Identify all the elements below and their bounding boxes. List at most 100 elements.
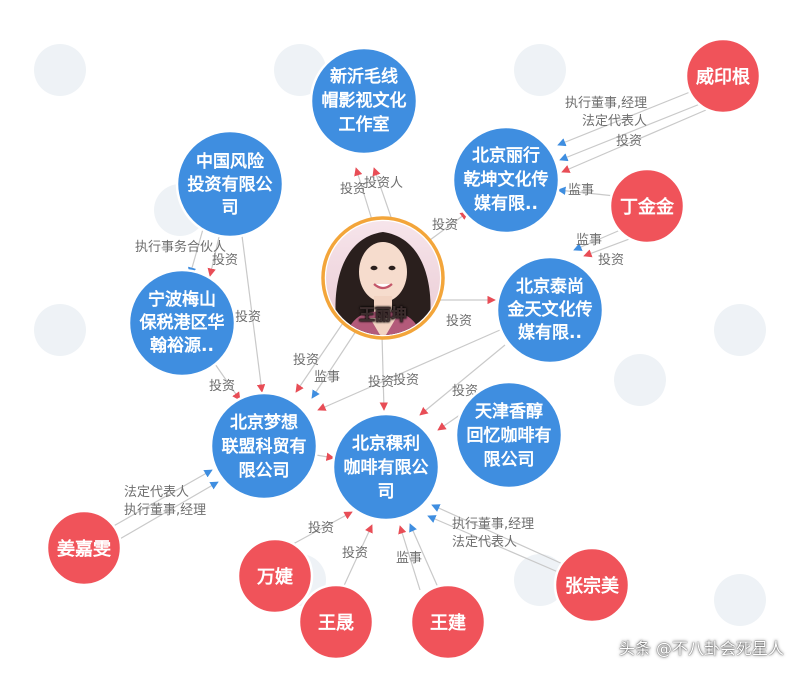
center-person-name: 王丽坤	[359, 305, 407, 324]
edge-label: 投资	[212, 252, 238, 268]
edge-line	[372, 167, 393, 221]
edge-label: 投资	[342, 545, 368, 561]
node-label: 姜嘉雯	[57, 538, 111, 560]
node-label: 回忆咖啡有	[467, 425, 552, 446]
edge-label: 投资	[432, 217, 458, 233]
avatar	[326, 221, 440, 335]
edge-label: 投资	[340, 181, 366, 197]
node-label: 限公司	[484, 450, 535, 470]
edge-line	[379, 334, 388, 411]
node-label: 联盟科贸有	[222, 436, 307, 457]
node-label: 金天文化传	[507, 299, 593, 320]
edge-label: 法定代表人	[452, 535, 517, 550]
edge-label: 投资	[368, 374, 394, 390]
node-label: 北京泰尚	[516, 276, 584, 297]
edge-line	[398, 525, 421, 591]
node-label: 翰裕源..	[150, 335, 214, 356]
center-person-node[interactable]: 王丽坤	[320, 215, 446, 341]
edge-label: 投资	[598, 252, 624, 268]
edge-label: 投资	[308, 520, 334, 536]
node-label: 新沂毛线	[330, 66, 398, 87]
edge-label: 监事	[314, 370, 340, 385]
edge-line	[311, 327, 359, 399]
node-label: 限公司	[239, 461, 290, 481]
company-node-mengxiang[interactable]: 北京梦想 联盟科贸有 限公司	[209, 391, 319, 501]
edge-label: 投资人	[364, 175, 403, 191]
watermark-layer	[34, 44, 766, 626]
edge-line	[188, 221, 206, 276]
edge-line	[557, 186, 616, 197]
edge-label: 执行事务合伙人	[135, 239, 226, 255]
node-label: 北京梦想	[230, 412, 298, 433]
edge-line	[561, 109, 707, 173]
person-node-wangjian[interactable]: 王建	[409, 583, 487, 661]
edge-labels: 投资 投资人 投资 执行董事,经理 法定代表人 投资 监事 监事 投资 执行事务…	[124, 96, 647, 566]
node-label: 张宗美	[565, 575, 619, 597]
node-label: 媒有限..	[474, 193, 538, 214]
node-label: 司	[222, 198, 239, 218]
edge-label: 执行董事,经理	[565, 96, 647, 111]
node-label: 媒有限..	[518, 322, 582, 343]
node-label: 投资有限公	[188, 174, 273, 195]
node-label: 万婕	[256, 566, 294, 588]
edge-line	[431, 504, 566, 566]
edge-line	[354, 167, 373, 221]
edge-label: 投资	[446, 313, 472, 329]
edge-line	[295, 319, 346, 393]
node-label: 北京稞利	[352, 433, 420, 454]
person-node-wanjie[interactable]: 万婕	[236, 537, 314, 615]
company-node-lixing[interactable]: 北京丽行 乾坤文化传 媒有限..	[451, 125, 561, 235]
company-node-tianjin[interactable]: 天津香醇 回忆咖啡有 限公司	[454, 380, 564, 490]
edge-line	[214, 363, 241, 401]
node-label: 帽影视文化	[322, 90, 407, 111]
edge-label: 监事	[396, 551, 422, 566]
edge-label: 执行董事,经理	[452, 517, 534, 532]
edge-line	[117, 481, 219, 541]
edge-line	[239, 219, 266, 393]
company-node-keli[interactable]: 北京稞利 咖啡有限公 司	[331, 412, 441, 522]
company-node-taishang[interactable]: 北京泰尚 金天文化传 媒有限..	[495, 255, 605, 365]
person-node-jiangjiawen[interactable]: 姜嘉雯	[45, 509, 123, 587]
edge-line	[557, 89, 696, 147]
person-node-wangsheng[interactable]: 王晟	[297, 583, 375, 661]
edge-label: 投资	[452, 383, 478, 399]
edge-line	[573, 227, 626, 251]
edge-label: 投资	[616, 133, 642, 149]
node-label: 保税港区华	[139, 312, 225, 333]
edge-line	[109, 469, 213, 529]
node-label: 工作室	[339, 114, 390, 135]
person-node-weiyingen[interactable]: 威印根	[684, 37, 762, 115]
node-label: 天津香醇	[475, 401, 543, 422]
edge-line	[419, 344, 506, 416]
edge-label: 投资	[235, 309, 261, 325]
edge-line	[317, 329, 501, 411]
edge-label: 法定代表人	[582, 114, 647, 129]
node-label: 咖啡有限公	[344, 457, 429, 478]
node-label: 丁金金	[620, 196, 675, 218]
company-node-zhongguo-fengxian[interactable]: 中国风险 投资有限公 司	[175, 129, 285, 239]
edge-label: 执行董事,经理	[124, 503, 206, 518]
edge-line	[429, 211, 469, 241]
person-node-zhangzongmei[interactable]: 张宗美	[553, 546, 631, 624]
node-label: 宁波梅山	[148, 289, 216, 310]
node-label: 北京丽行	[472, 145, 540, 166]
edge-label: 投资	[209, 378, 235, 394]
edge-line	[409, 523, 441, 593]
edge-line	[315, 452, 335, 461]
edge-label: 投资	[293, 352, 319, 368]
edge-line	[427, 515, 573, 579]
edge-label: 监事	[576, 233, 602, 248]
person-node-dingjinjin[interactable]: 丁金金	[608, 167, 686, 245]
node-label: 司	[378, 482, 395, 502]
company-node-xinyi[interactable]: 新沂毛线 帽影视文化 工作室	[309, 46, 419, 156]
edge-label: 法定代表人	[124, 485, 189, 500]
edge-label: 监事	[568, 183, 594, 198]
edge-line	[559, 103, 701, 162]
watermark-caption: 头条 @不八卦会死星人	[618, 639, 784, 658]
company-node-ningbo[interactable]: 宁波梅山 保税港区华 翰裕源..	[127, 268, 237, 378]
edge-label: 投资	[393, 372, 419, 388]
node-label: 威印根	[696, 66, 750, 88]
node-label: 中国风险	[196, 151, 265, 172]
